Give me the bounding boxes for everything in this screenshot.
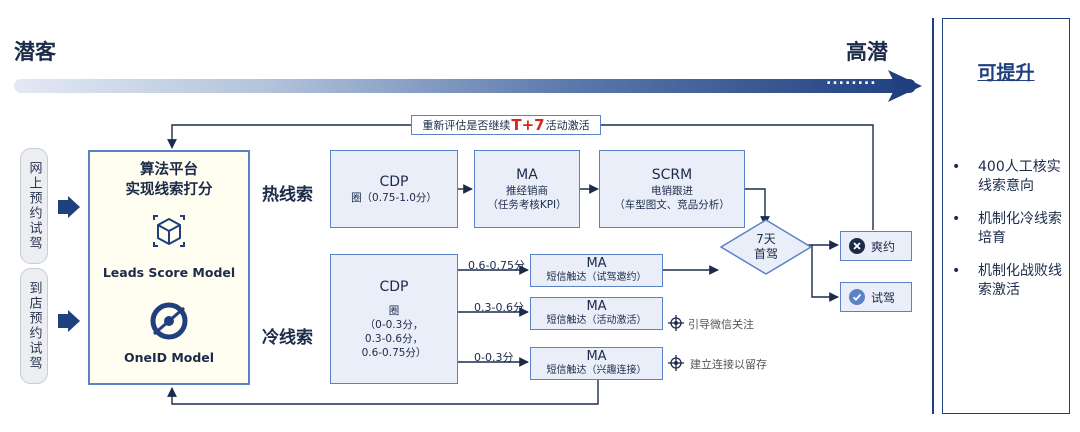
algo-title-line-2: 实现线索打分 <box>125 182 213 198</box>
cold-cdp-title: CDP <box>379 278 409 295</box>
target-icon <box>668 315 684 331</box>
decision-diamond <box>719 219 813 275</box>
hot-leads-label: 热线索 <box>262 185 313 205</box>
hot-ma-title: MA <box>516 166 538 183</box>
cold-cdp-sub2: （0-0.3分， <box>364 318 424 331</box>
cold-ma-2-sub: 短信触达（活动激活） <box>546 315 647 326</box>
arrow-right-icon <box>58 310 80 332</box>
cold-cdp-sub4: 0.6-0.75分） <box>361 346 427 359</box>
algo-title: 算法平台 实现线索打分 <box>90 160 248 200</box>
cold-ma-1-sub: 短信触达（试驾邀约） <box>546 272 647 283</box>
right-separator <box>932 18 934 414</box>
check-circle-icon <box>849 289 865 305</box>
left-tag-online: 网上预约试驾 <box>20 148 48 264</box>
outcome-no-show-label: 爽约 <box>871 239 896 254</box>
hot-cdp-box: CDP 圈（0.75-1.0分） <box>330 150 458 228</box>
hot-scrm-sub2: （车型图文、竞品分析） <box>614 198 730 211</box>
annotation-retain: 建立连接以留存 <box>690 358 767 371</box>
outcome-no-show: 爽约 <box>840 231 912 261</box>
improvement-panel <box>942 18 1070 414</box>
improvement-title: 可提升 <box>977 62 1035 84</box>
hot-ma-box: MA 推经销商 （任务考核KPI） <box>474 150 580 228</box>
leads-score-model-label: Leads Score Model <box>102 265 236 280</box>
hot-cdp-title: CDP <box>379 173 409 190</box>
cold-ma-3-sub: 短信触达（兴趣连接） <box>546 365 647 376</box>
cold-cdp-sub1: 圈 <box>388 304 400 317</box>
decision-line-1: 7天 <box>756 232 776 246</box>
arrow-right-icon <box>58 196 80 218</box>
progress-track <box>14 79 916 93</box>
cold-ma-box-3: MA 短信触达（兴趣连接） <box>530 347 663 380</box>
x-circle-icon <box>849 238 865 254</box>
cold-cdp-box: CDP 圈 （0-0.3分， 0.3-0.6分， 0.6-0.75分） <box>330 254 458 384</box>
improvement-item: 400人工核实线索意向 <box>952 158 1064 196</box>
reevaluate-highlight: T+7 <box>511 116 545 134</box>
cold-cdp-sub3: 0.3-0.6分， <box>364 332 424 345</box>
cold-ma-1-title: MA <box>586 256 607 271</box>
algorithm-platform-panel: 算法平台 实现线索打分 Leads Score Model OneID Mode… <box>88 150 250 385</box>
reevaluate-prefix: 重新评估是否继续 <box>422 119 511 132</box>
outcome-test-drive-label: 试驾 <box>871 290 896 305</box>
track-dots: ........ <box>826 72 877 88</box>
target-icon <box>668 355 684 371</box>
decision-label: 7天 首驾 <box>736 232 796 262</box>
cold-ma-box-1: MA 短信触达（试驾邀约） <box>530 254 663 287</box>
decision-line-2: 首驾 <box>753 247 778 261</box>
left-tag-store: 到店预约试驾 <box>20 268 48 384</box>
outcome-test-drive: 试驾 <box>840 282 912 312</box>
hot-scrm-sub1: 电销跟进 <box>651 184 693 197</box>
oneid-model-label: OneID Model <box>123 350 215 365</box>
hot-cdp-sub: 圈（0.75-1.0分） <box>351 191 437 204</box>
annotation-wechat: 引导微信关注 <box>688 318 754 331</box>
improvement-list: 400人工核实线索意向 机制化冷线索培育 机制化战败线索激活 <box>952 158 1064 314</box>
branch-range-2: 0.3-0.6分 <box>474 301 524 314</box>
branch-range-1: 0.6-0.75分 <box>468 259 525 272</box>
prospect-label: 潜客 <box>14 40 56 64</box>
hot-scrm-title: SCRM <box>651 166 693 183</box>
reevaluate-suffix: 活动激活 <box>545 119 590 132</box>
high-potential-label: 高潜 <box>846 40 888 64</box>
cold-ma-3-title: MA <box>586 349 607 364</box>
improvement-item: 机制化战败线索激活 <box>952 262 1064 300</box>
algo-title-line-1: 算法平台 <box>140 162 198 178</box>
branch-range-3: 0-0.3分 <box>474 351 514 364</box>
cold-leads-label: 冷线索 <box>262 328 313 348</box>
cube-network-icon <box>153 215 185 247</box>
oneid-icon <box>150 302 188 340</box>
hot-ma-sub1: 推经销商 <box>506 184 548 197</box>
cold-ma-box-2: MA 短信触达（活动激活） <box>530 297 663 330</box>
improvement-item: 机制化冷线索培育 <box>952 210 1064 248</box>
cold-ma-2-title: MA <box>586 299 607 314</box>
hot-scrm-box: SCRM 电销跟进 （车型图文、竞品分析） <box>599 150 745 228</box>
hot-ma-sub2: （任务考核KPI） <box>487 198 567 211</box>
track-arrowhead-icon <box>888 70 922 102</box>
